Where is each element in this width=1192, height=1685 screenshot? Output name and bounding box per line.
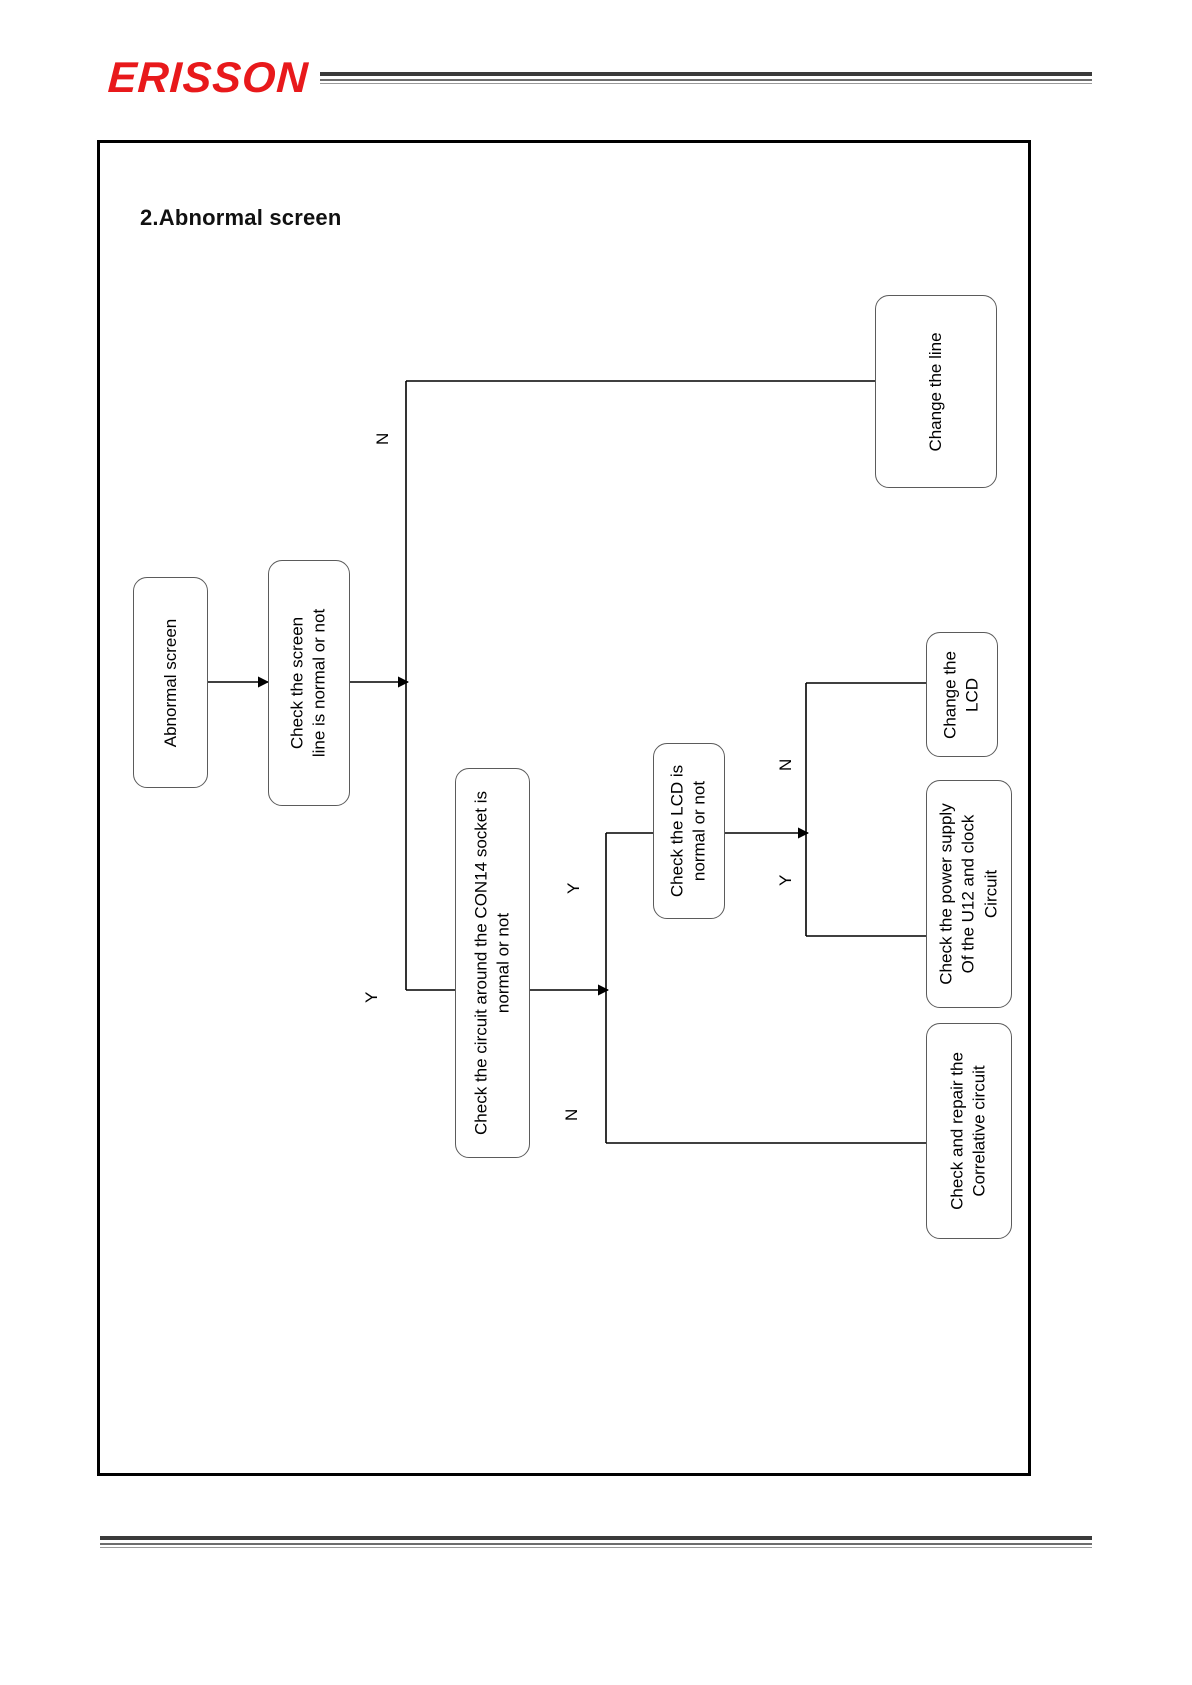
flowchart-connectors (208, 380, 926, 1144)
flowchart-canvas: Abnormal screen Check the screen line is… (100, 143, 1034, 1479)
edge-label-con14-n: N (562, 1108, 581, 1121)
header-rule-medium (320, 79, 1092, 81)
edge-label-check-line-n: N (373, 432, 392, 445)
node-abnormal-screen-label: Abnormal screen (160, 618, 180, 747)
node-check-lcd[interactable]: Check the LCD is normal or not (653, 743, 725, 919)
page-header: ERISSON (0, 0, 1192, 130)
node-check-power-supply[interactable]: Check the power supply Of the U12 and cl… (926, 780, 1012, 1008)
header-rule-thick (320, 72, 1092, 76)
node-abnormal-screen[interactable]: Abnormal screen (133, 577, 208, 788)
node-check-screen-line-label: Check the screen line is normal or not (287, 608, 329, 758)
edge-label-lcd-n: N (776, 758, 795, 771)
node-change-the-line-label: Change the line (925, 331, 945, 452)
header-divider-rules (320, 72, 1092, 86)
edge-label-lcd-y: Y (776, 874, 795, 886)
edge-label-con14-y: Y (564, 882, 583, 894)
page-title: 2.Abnormal screen (140, 205, 342, 230)
node-check-lcd-label: Check the LCD is normal or not (667, 764, 709, 898)
node-change-the-lcd-label: Change the LCD (940, 650, 982, 739)
footer-rule-thick (100, 1536, 1092, 1540)
footer-rule-medium (100, 1543, 1092, 1545)
node-change-the-lcd[interactable]: Change the LCD (926, 632, 998, 757)
node-check-repair-correlative-label: Check and repair the Correlative circuit (947, 1052, 989, 1210)
footer-divider-rules (100, 1536, 1092, 1550)
node-check-repair-correlative[interactable]: Check and repair the Correlative circuit (926, 1023, 1012, 1239)
node-check-con14-circuit-label: Check the circuit around the CON14 socke… (471, 791, 513, 1135)
footer-rule-thin (100, 1547, 1092, 1548)
node-check-screen-line[interactable]: Check the screen line is normal or not (268, 560, 350, 806)
erisson-logo: ERISSON (106, 54, 310, 102)
header-rule-thin (320, 83, 1092, 84)
page-content-frame: 2.Abnormal screen (97, 140, 1031, 1476)
edge-label-check-line-y: Y (362, 991, 381, 1003)
node-change-the-line[interactable]: Change the line (875, 295, 997, 488)
node-check-power-supply-label: Check the power supply Of the U12 and cl… (936, 803, 1001, 985)
node-check-con14-circuit[interactable]: Check the circuit around the CON14 socke… (455, 768, 530, 1158)
